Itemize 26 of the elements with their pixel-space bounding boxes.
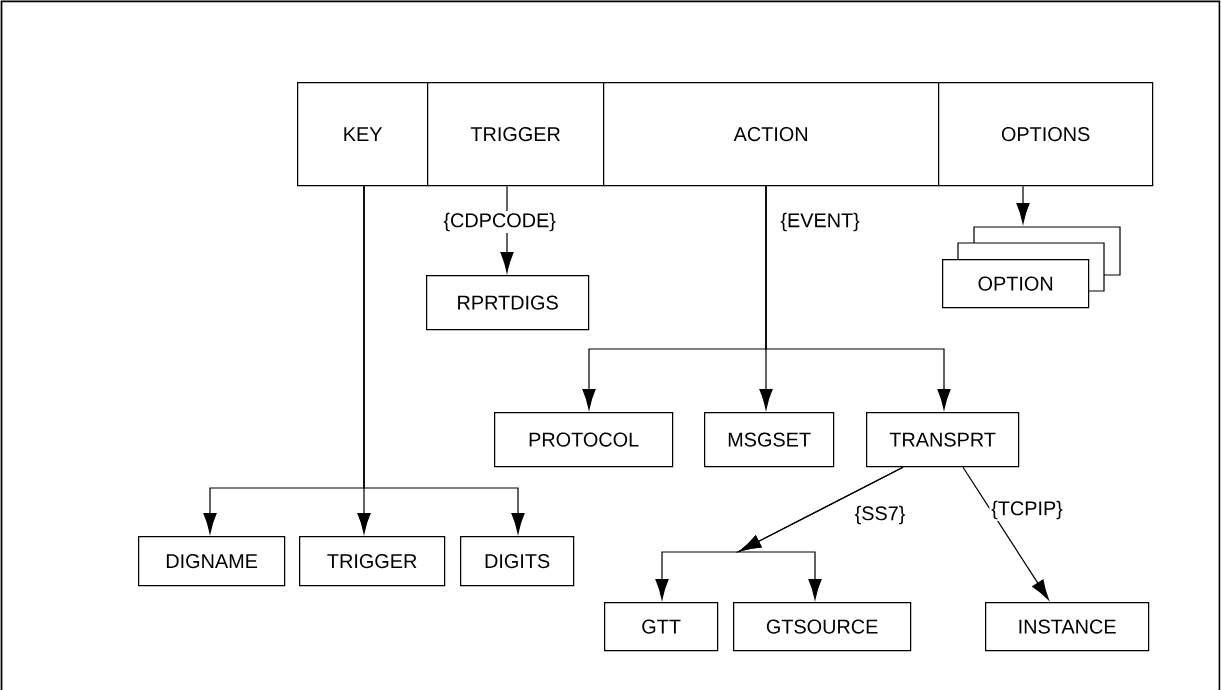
edge-label: {SS7} [852, 504, 908, 526]
box: GTT [604, 602, 719, 652]
header-cell: TRIGGER [427, 82, 605, 187]
header-cell: ACTION [603, 82, 940, 187]
header-cell: OPTIONS [938, 82, 1154, 187]
arrow [1016, 185, 1030, 224]
arrow [765, 185, 951, 410]
header-cell: KEY [297, 82, 429, 187]
box: DIGNAME [138, 536, 286, 587]
edge-label: {CDPCODE} [441, 211, 558, 233]
arrow [735, 466, 904, 600]
arrow [500, 185, 514, 273]
stacked-box: OPTION [942, 226, 1121, 309]
box: TRIGGER [299, 536, 446, 587]
box: TRANSPRT [866, 412, 1020, 468]
edge-label: {TCPIP} [989, 499, 1065, 521]
box: PROTOCOL [494, 412, 674, 468]
arrow [363, 185, 525, 534]
box: DIGITS [460, 536, 575, 587]
box: GTSOURCE [733, 602, 912, 652]
edge-label: {EVENT} [778, 211, 862, 233]
box: MSGSET [704, 412, 835, 468]
box: INSTANCE [985, 602, 1150, 652]
box: RPRTDIGS [426, 275, 590, 331]
node-label: OPTION [978, 276, 1053, 291]
arrow [962, 466, 1049, 600]
